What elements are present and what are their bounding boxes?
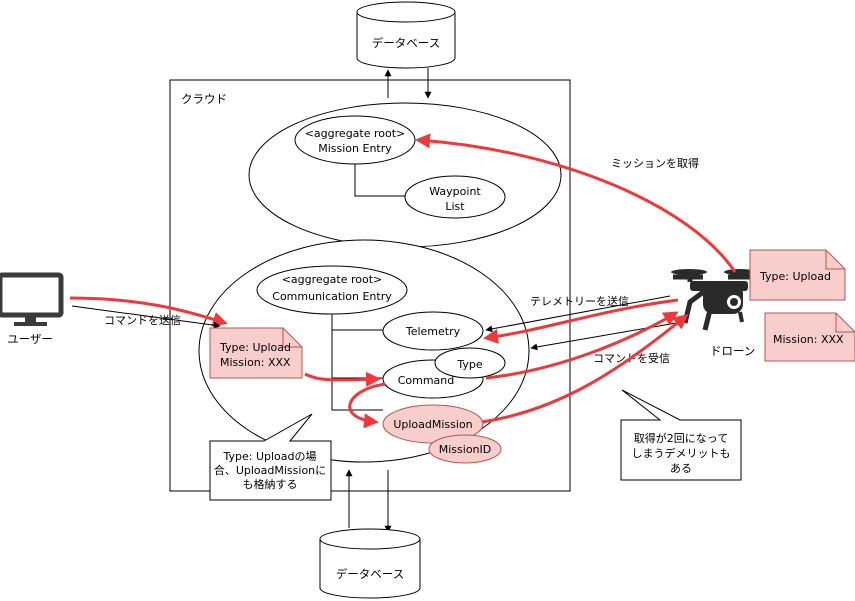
database-bottom-label: データベース (336, 567, 404, 581)
callout-upload-line2: 合、UploadMissionに (214, 463, 326, 477)
database-icon (356, 12, 456, 69)
arrow-get-mission (415, 133, 737, 273)
user-label: ユーザー (7, 332, 53, 346)
database-top-label: データベース (372, 36, 440, 50)
mission-id-node (428, 434, 502, 464)
send-telemetry-label: テレメトリーを送信 (530, 294, 629, 308)
mission-waypoint-connector (354, 164, 405, 197)
note-drone-mission-text: Mission: XXX (773, 333, 844, 346)
type-node (434, 347, 506, 379)
database-icon (319, 539, 421, 599)
monitor-icon (0, 272, 64, 318)
note-drone-type: Type: Upload (749, 249, 846, 301)
note-drone-mission: Mission: XXX (764, 312, 855, 362)
callout-upload-line3: も格納する (243, 477, 298, 491)
mission-id-label: MissionID (439, 443, 491, 456)
drone-icon (671, 269, 756, 331)
send-command-label: コマンドを送信 (104, 313, 181, 327)
arrow-user-send (69, 296, 228, 327)
type-label: Type (456, 358, 482, 371)
database-top: データベース (356, 1, 456, 69)
communication-entry-line1: <aggregate root> (282, 273, 383, 286)
mission-entry-line2: Mission Entry (318, 142, 392, 155)
arrow-command-black (530, 321, 683, 351)
telemetry-node (382, 311, 484, 351)
waypoint-line2: List (445, 200, 465, 213)
arrow-command-to-upload (348, 382, 386, 429)
arrow-upload-to-drone (481, 314, 689, 424)
telemetry-label: Telemetry (405, 325, 461, 338)
note-user-line2: Mission: XXX (220, 356, 291, 369)
callout-upload-line1: Type: Uploadの場 (222, 450, 316, 463)
drone-label: ドローン (710, 344, 755, 358)
arrow-telemetry-black (485, 295, 671, 333)
note-user-line1: Type: Upload (219, 341, 291, 354)
callout-demerit (620, 389, 742, 481)
note-user: Type: Upload Mission: XXX (209, 327, 303, 379)
arrow-telemetry-red (483, 298, 679, 344)
note-drone-type-text: Type: Upload (759, 270, 831, 283)
upload-mission-label: UploadMission (393, 418, 472, 431)
command-label: Command (398, 374, 455, 387)
callout-demerit-line3: ある (670, 462, 692, 475)
drone (671, 269, 756, 331)
arrow-command-red (485, 311, 679, 380)
callout-upload (209, 413, 332, 501)
cloud-label: クラウド (181, 92, 227, 106)
waypoint-node (404, 175, 506, 219)
arrow-user-send-thin (71, 305, 221, 329)
mission-entry-node (294, 115, 416, 165)
cloud-box (169, 79, 571, 492)
waypoint-line1: Waypoint (429, 185, 481, 198)
mission-entry-line1: <aggregate root> (305, 127, 406, 140)
mission-aggregate (248, 102, 562, 248)
callout-demerit-line2: しまうデメリットも (632, 446, 731, 460)
callout-demerit-line1: 取得が2回になって (634, 431, 728, 445)
get-mission-label: ミッションを取得 (611, 157, 699, 170)
communication-entry-line2: Communication Entry (272, 290, 392, 303)
user-monitor (0, 272, 64, 326)
arrow-note-to-command (304, 371, 381, 387)
database-bottom: データベース (319, 528, 421, 599)
